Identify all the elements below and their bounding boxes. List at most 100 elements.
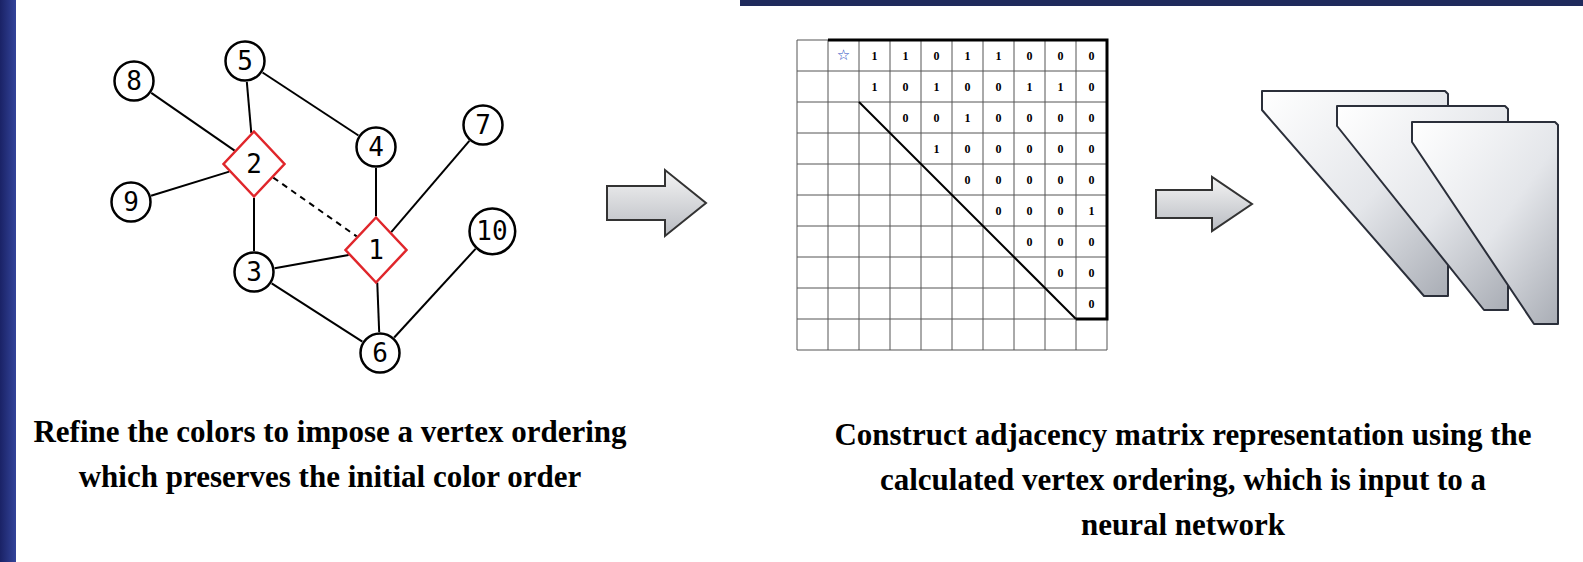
graph-edge xyxy=(375,168,377,216)
grid-line xyxy=(797,288,1107,289)
diamond-shape xyxy=(346,218,407,283)
block-arrow xyxy=(1156,177,1252,231)
matrix-entry: 0 xyxy=(952,71,983,102)
grid-line xyxy=(797,164,1107,165)
matrix-entry: 0 xyxy=(1045,226,1076,257)
vertex-number: 7 xyxy=(475,112,491,138)
matrix-entry: 0 xyxy=(1014,40,1045,71)
matrix-entry: 0 xyxy=(1076,71,1107,102)
matrix-entry: 1 xyxy=(859,40,890,71)
grid-line xyxy=(797,102,1107,103)
circle-shape xyxy=(469,208,515,254)
grid-line xyxy=(797,71,1107,72)
matrix-entry: 0 xyxy=(983,71,1014,102)
matrix-entry: 0 xyxy=(1014,164,1045,195)
vertex-number: 5 xyxy=(237,48,253,74)
matrix-entry: 1 xyxy=(921,71,952,102)
circle-shape xyxy=(361,334,400,373)
graph-edge xyxy=(263,73,359,136)
matrix-entry: 0 xyxy=(983,195,1014,226)
matrix-entry: 0 xyxy=(921,102,952,133)
caption-text: Construct adjacency matrix representatio… xyxy=(833,412,1533,547)
circle-shape xyxy=(235,253,274,292)
matrix-entry: 0 xyxy=(1014,133,1045,164)
vertex-number: 8 xyxy=(126,68,142,94)
matrix-entry: 0 xyxy=(1076,257,1107,288)
vertex-circle: 10 xyxy=(468,207,517,256)
matrix-entry: 0 xyxy=(890,71,921,102)
matrix-entry: 0 xyxy=(1045,195,1076,226)
vertex-number: 3 xyxy=(246,259,262,285)
circle-shape xyxy=(112,183,151,222)
matrix-entry: 0 xyxy=(983,102,1014,133)
grid-line xyxy=(797,226,1107,227)
matrix-entry: 0 xyxy=(1076,102,1107,133)
circle-shape xyxy=(115,62,154,101)
vertex-number: 10 xyxy=(476,218,507,244)
vertex-circle: 6 xyxy=(359,332,401,374)
matrix-grid xyxy=(797,40,1107,350)
matrix-entry: 0 xyxy=(1076,40,1107,71)
network-icon xyxy=(1262,91,1558,324)
vertex-number: 6 xyxy=(372,340,388,366)
matrix-entry: 0 xyxy=(890,102,921,133)
graph-edge xyxy=(391,141,469,232)
side-band xyxy=(0,0,16,562)
matrix-entry: 0 xyxy=(983,133,1014,164)
graph-edge xyxy=(253,198,255,251)
vertex-diamond: 2 xyxy=(222,130,286,198)
diamond-shape xyxy=(224,132,285,197)
matrix-entry: 1 xyxy=(890,40,921,71)
circle-shape xyxy=(226,42,265,81)
matrix-entry: 0 xyxy=(1045,257,1076,288)
matrix-entry: 1 xyxy=(1076,195,1107,226)
matrix-entry: 1 xyxy=(1045,71,1076,102)
diagonal-line xyxy=(859,102,1076,319)
vertex-number: 2 xyxy=(246,151,262,177)
matrix-entry: 0 xyxy=(1076,133,1107,164)
layer-slab xyxy=(1412,122,1558,324)
vertex-circle: 8 xyxy=(113,60,155,102)
matrix-entry: 0 xyxy=(1014,102,1045,133)
vertex-number: 1 xyxy=(368,237,384,263)
matrix-entry: 1 xyxy=(859,71,890,102)
matrix-entry: 1 xyxy=(1014,71,1045,102)
vertex-number: 4 xyxy=(368,134,384,160)
vertex-circle: 4 xyxy=(355,126,397,168)
grid-line xyxy=(797,350,1107,351)
graph-edge xyxy=(272,283,363,341)
vertex-number: 9 xyxy=(123,189,139,215)
circle-shape xyxy=(464,106,503,145)
graph-edge xyxy=(151,172,229,196)
matrix-entry: 0 xyxy=(1076,288,1107,319)
matrix-entry: 0 xyxy=(1076,226,1107,257)
matrix-entry: 0 xyxy=(983,164,1014,195)
block-arrow xyxy=(607,170,706,236)
graph-edge xyxy=(275,255,349,268)
graph-edge xyxy=(377,283,379,332)
graph-edge xyxy=(247,82,251,133)
matrix-entry: 0 xyxy=(1045,164,1076,195)
vertex-circle: 3 xyxy=(233,251,275,293)
circle-shape xyxy=(357,128,396,167)
vertex-circle: 5 xyxy=(224,40,266,82)
vertex-circle: 9 xyxy=(110,181,152,223)
star-marker: ☆ xyxy=(828,40,859,71)
graph-edge xyxy=(151,93,234,151)
matrix-entry: 1 xyxy=(952,40,983,71)
grid-line xyxy=(797,133,1107,134)
matrix-entry: 0 xyxy=(1045,133,1076,164)
matrix-entry: 0 xyxy=(952,164,983,195)
grid-line xyxy=(797,319,1107,320)
triangle-outline xyxy=(828,40,1107,319)
dashed-edge xyxy=(273,178,357,237)
matrix-entry: 0 xyxy=(952,133,983,164)
grid-line xyxy=(797,257,1107,258)
matrix-entry: 1 xyxy=(983,40,1014,71)
vertex-circle: 7 xyxy=(462,104,504,146)
matrix-entry: 0 xyxy=(1045,40,1076,71)
graph-edge xyxy=(394,249,475,338)
matrix-entry: 0 xyxy=(1014,195,1045,226)
caption-text: Refine the colors to impose a vertex ord… xyxy=(30,409,630,499)
